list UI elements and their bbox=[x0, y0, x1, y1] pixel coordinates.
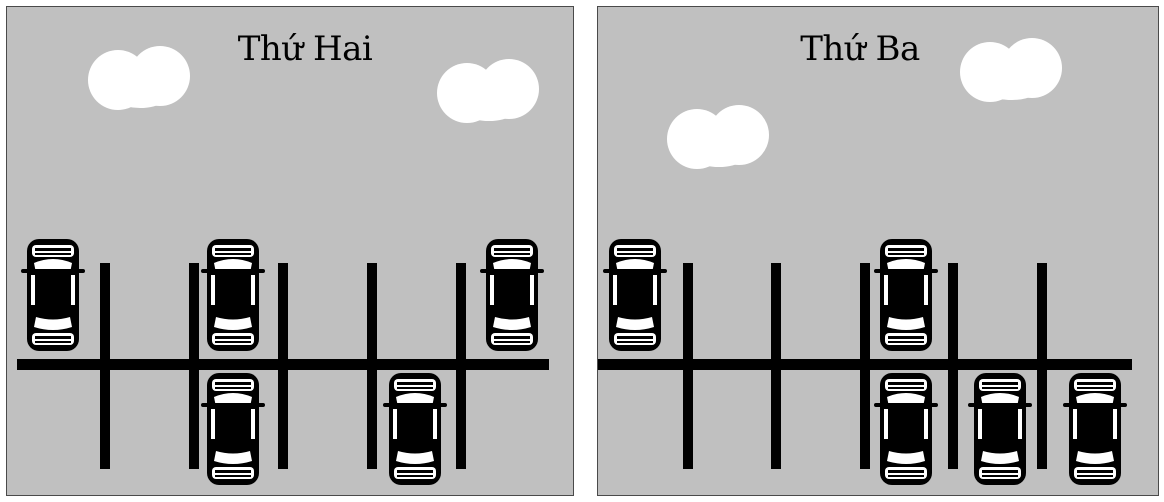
car-icon bbox=[383, 373, 447, 485]
car-icon bbox=[874, 373, 938, 485]
parking-divider bbox=[100, 263, 110, 469]
car-icon bbox=[480, 239, 544, 351]
parking-scene bbox=[598, 7, 1159, 496]
parking-scene bbox=[7, 7, 574, 496]
cloud-icon bbox=[667, 105, 769, 169]
parking-divider bbox=[860, 263, 870, 469]
panel-monday: Thứ Hai bbox=[6, 6, 574, 496]
car-icon bbox=[201, 239, 265, 351]
parking-divider bbox=[1037, 263, 1047, 469]
cloud-icon bbox=[960, 38, 1062, 102]
car-icon bbox=[603, 239, 667, 351]
parking-divider bbox=[456, 263, 466, 469]
parking-divider bbox=[948, 263, 958, 469]
cloud-icon bbox=[88, 46, 190, 110]
car-icon bbox=[201, 373, 265, 485]
car-icon bbox=[968, 373, 1032, 485]
parking-divider bbox=[189, 263, 199, 469]
cloud-icon bbox=[437, 59, 539, 123]
car-icon bbox=[21, 239, 85, 351]
parking-divider bbox=[771, 263, 781, 469]
panel-tuesday: Thứ Ba bbox=[597, 6, 1159, 496]
parking-divider bbox=[278, 263, 288, 469]
parking-divider bbox=[367, 263, 377, 469]
parking-divider bbox=[683, 263, 693, 469]
car-icon bbox=[874, 239, 938, 351]
car-icon bbox=[1063, 373, 1127, 485]
